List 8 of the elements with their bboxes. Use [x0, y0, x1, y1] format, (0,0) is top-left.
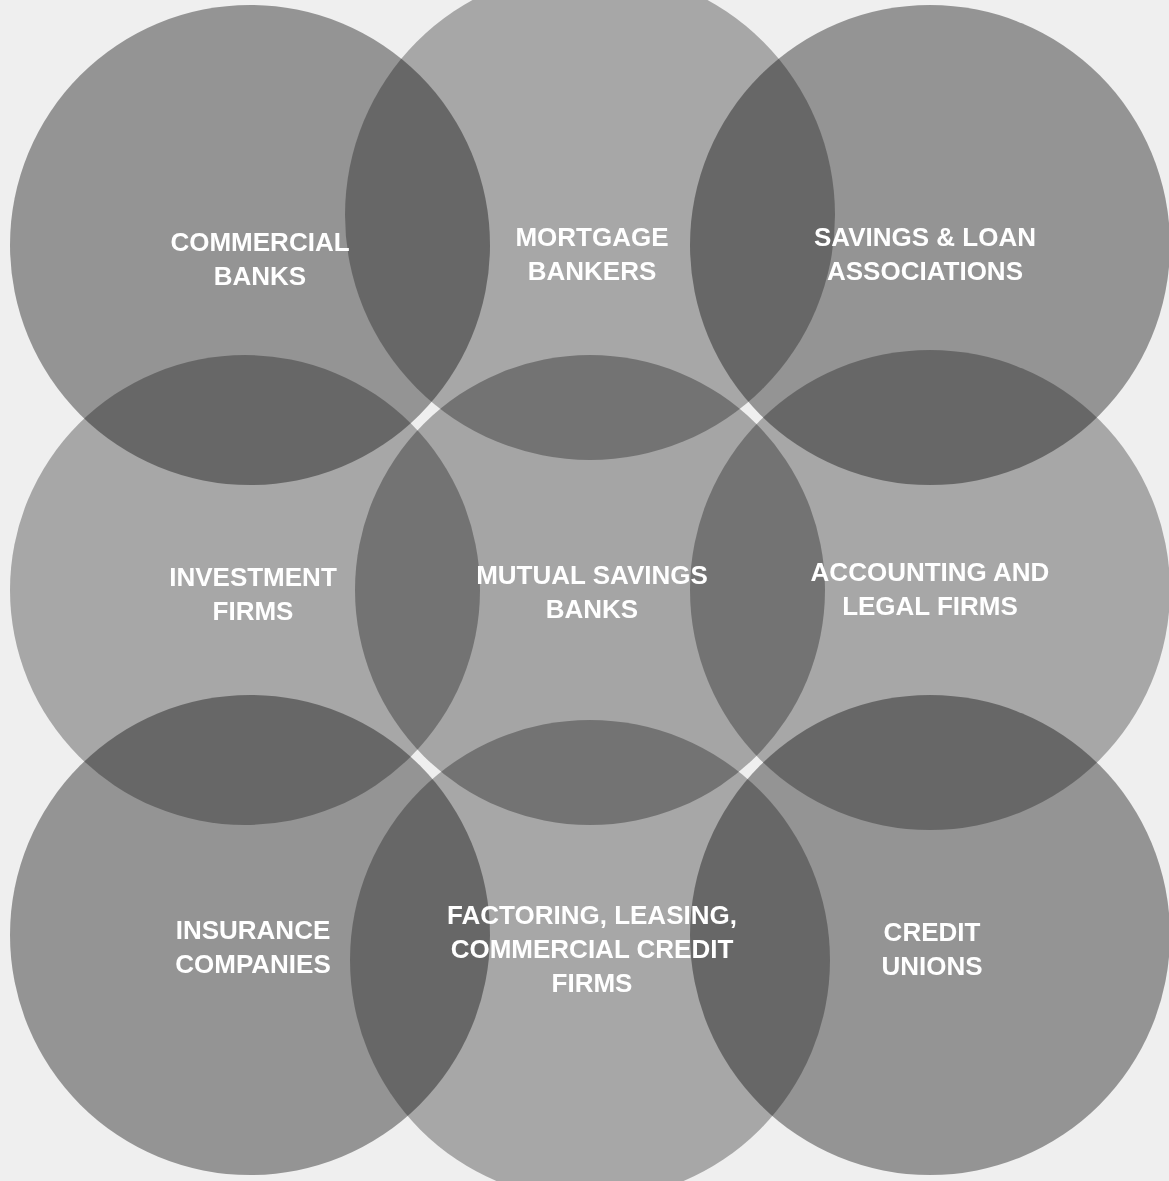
- category-label: SAVINGS & LOAN ASSOCIATIONS: [813, 221, 1037, 288]
- category-label: INVESTMENT FIRMS: [168, 561, 338, 628]
- category-label: MORTGAGE BANKERS: [514, 221, 670, 288]
- category-label: COMMERCIAL BANKS: [169, 226, 351, 293]
- category-label: ACCOUNTING AND LEGAL FIRMS: [809, 556, 1051, 623]
- category-label: CREDIT UNIONS: [880, 916, 984, 983]
- category-label: MUTUAL SAVINGS BANKS: [475, 559, 709, 626]
- category-label: INSURANCE COMPANIES: [174, 914, 332, 981]
